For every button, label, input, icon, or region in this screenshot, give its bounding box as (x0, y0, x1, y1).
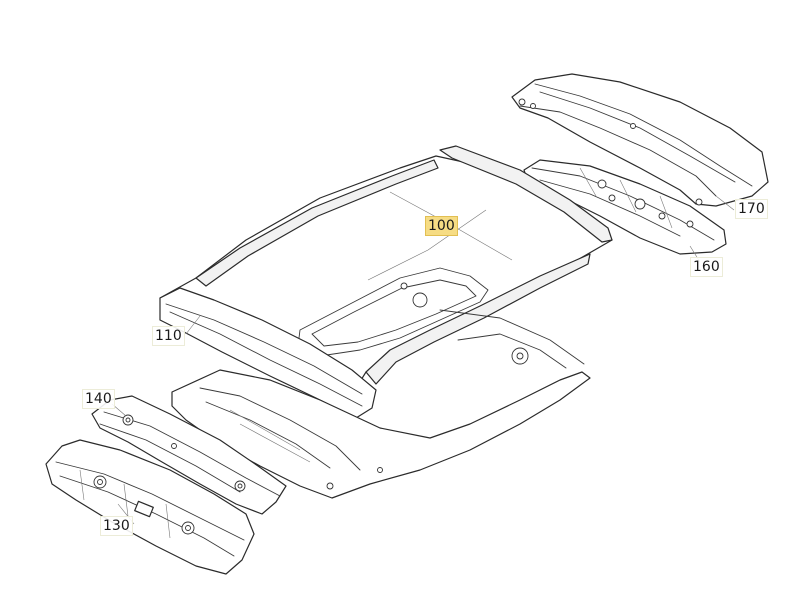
callout-140[interactable]: 140 (82, 389, 115, 409)
callout-100[interactable]: 100 (425, 216, 458, 236)
callout-130[interactable]: 130 (100, 516, 133, 536)
part-110-front-roof-frame (159, 287, 377, 419)
callout-110[interactable]: 110 (152, 326, 185, 346)
part-140-front-cross-member (91, 395, 287, 515)
part-170-rear-roof-frame (511, 73, 769, 207)
callout-160[interactable]: 160 (690, 257, 723, 277)
leader-lines (111, 195, 735, 525)
callout-170[interactable]: 170 (735, 199, 768, 219)
part-130-front-lower-cross-member (45, 439, 255, 575)
part-160-rear-cross-member (523, 159, 727, 255)
